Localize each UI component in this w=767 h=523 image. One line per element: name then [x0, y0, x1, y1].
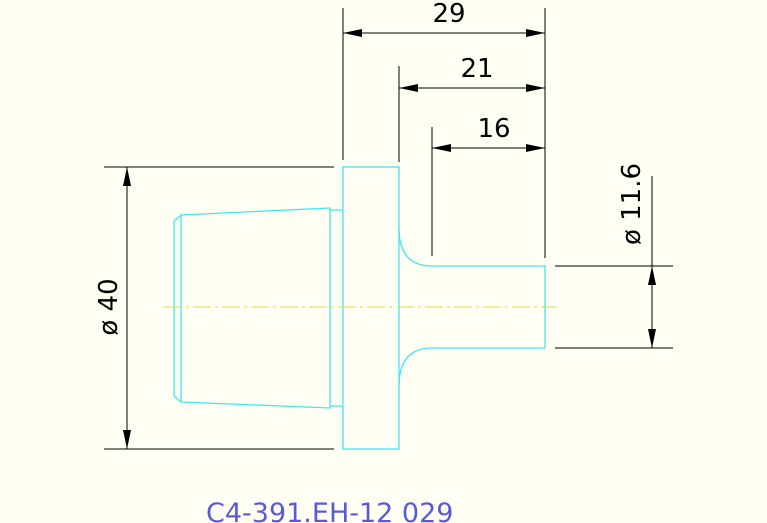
arrowhead — [432, 144, 451, 152]
dimension-body-diameter: ø 40 — [94, 167, 131, 449]
arrowhead — [526, 84, 545, 92]
dimension-shank-plus-fillet: 21 — [399, 54, 545, 92]
arrowhead — [399, 84, 418, 92]
arrowhead — [526, 29, 545, 37]
arrowhead — [123, 430, 131, 449]
neck — [330, 209, 343, 407]
arrowhead — [123, 167, 131, 186]
dimension-label-21: 21 — [460, 54, 493, 84]
flange — [342, 166, 400, 450]
part-outline — [173, 166, 546, 450]
dimension-label-diameter-40: ø 40 — [94, 278, 124, 335]
part-number: C4-391.EH-12 029 — [206, 498, 453, 523]
arrowhead — [648, 266, 656, 285]
dimension-overall-length: 29 — [343, 0, 545, 37]
dimension-shank-length: 16 — [432, 114, 545, 152]
dimension-shank-diameter: ø 11.6 — [617, 163, 656, 348]
tapered-body — [173, 207, 331, 409]
dimension-label-diameter-11-6: ø 11.6 — [617, 163, 647, 245]
arrowhead — [343, 29, 362, 37]
dimension-label-16: 16 — [477, 114, 510, 144]
dimension-label-29: 29 — [432, 0, 465, 29]
arrowhead — [526, 144, 545, 152]
extension-lines — [104, 8, 673, 450]
arrowhead — [648, 329, 656, 348]
